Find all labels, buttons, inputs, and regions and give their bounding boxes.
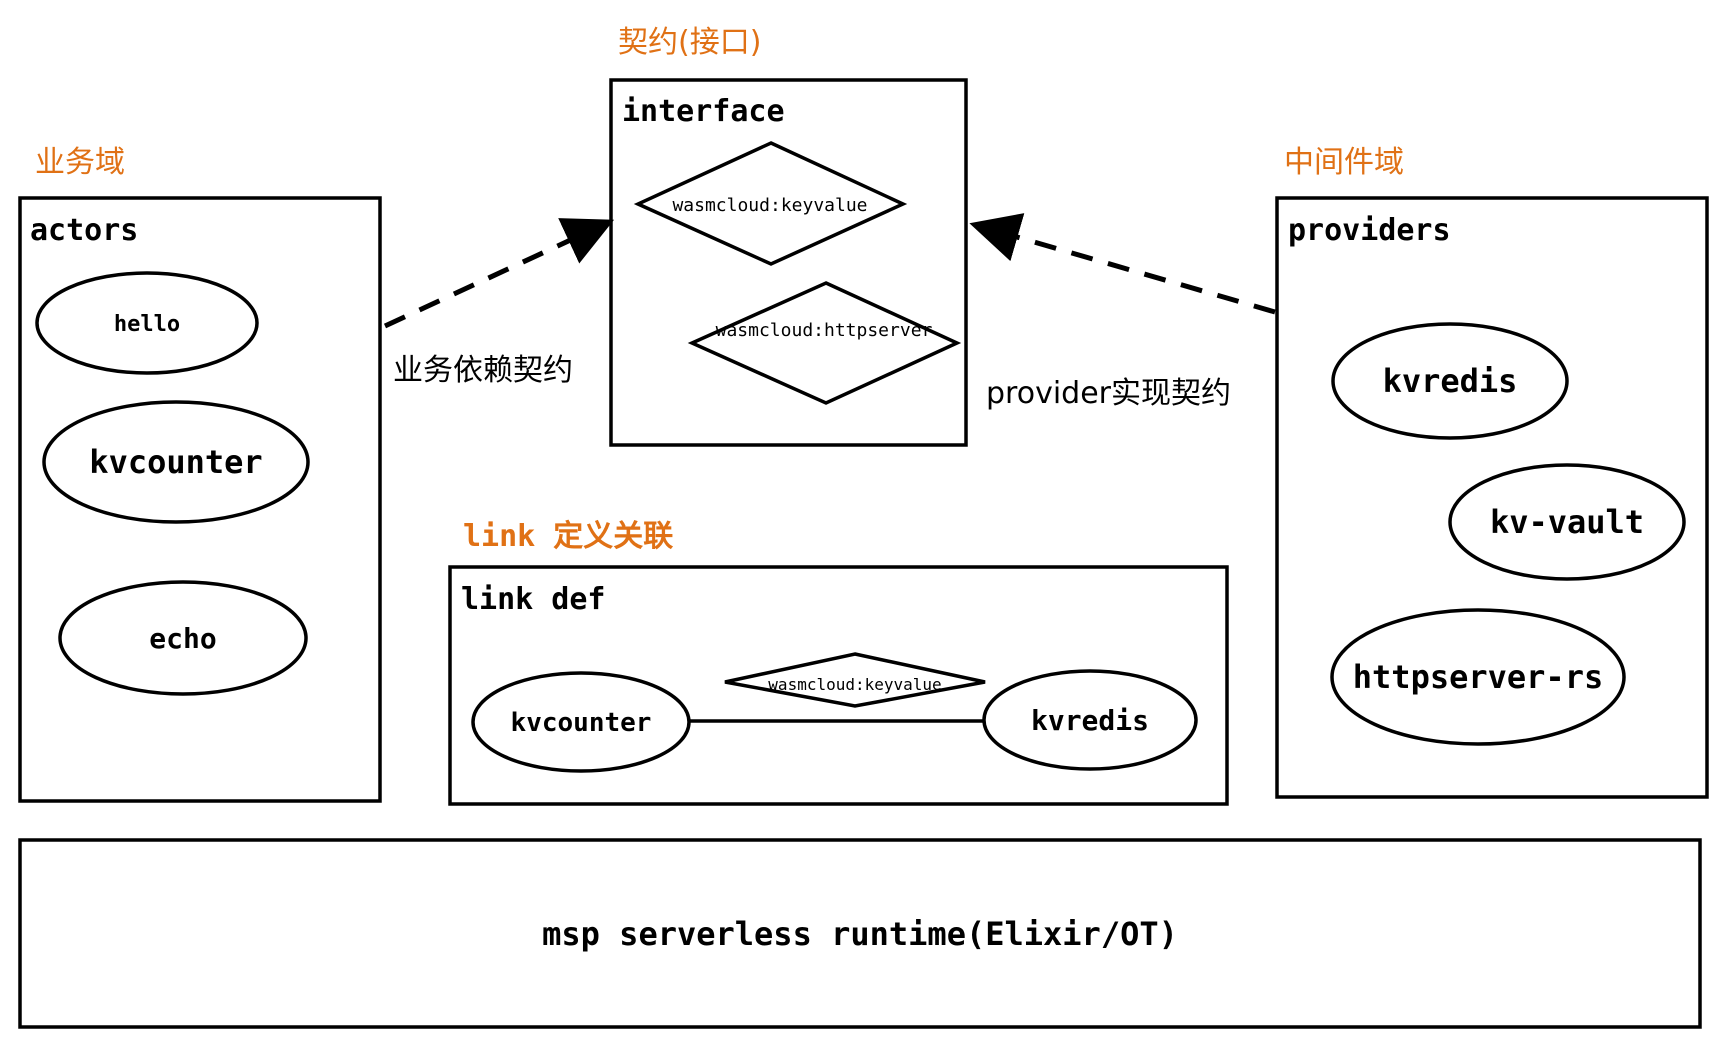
contract-httpserver-diamond [687, 281, 962, 405]
providers-title: providers [1288, 213, 1451, 248]
runtime-box [18, 838, 1702, 1029]
actor-dependency-label: 业务依赖契约 [393, 353, 573, 388]
actor-hello [35, 271, 259, 375]
link-domain-label: link 定义关联 [463, 519, 673, 554]
link-target-kvredis [982, 669, 1198, 771]
contract-httpserver-label: wasmcloud:httpserver [716, 320, 933, 341]
provider-kvredis [1331, 322, 1569, 440]
link-source-kvcounter [471, 671, 691, 773]
actor-kvcounter [42, 400, 310, 524]
link-source-label: kvcounter [511, 708, 652, 738]
provider-kvredis-label: kvredis [1383, 362, 1518, 400]
link-contract-label: wasmcloud:keyvalue [768, 675, 941, 694]
link-def-title: link def [461, 582, 606, 617]
runtime-label: msp serverless runtime(Elixir/OT) [542, 915, 1178, 953]
middleware-domain-label: 中间件域 [1284, 145, 1404, 180]
actor-hello-label: hello [114, 312, 180, 337]
contract-keyvalue-label: wasmcloud:keyvalue [672, 195, 867, 216]
actors-title: actors [30, 213, 138, 248]
contract-keyvalue-diamond [633, 141, 908, 266]
provider-httpserver-rs [1330, 608, 1626, 746]
actor-kvcounter-label: kvcounter [89, 443, 262, 481]
interface-box [609, 78, 968, 447]
link-target-label: kvredis [1031, 704, 1149, 737]
actor-echo-label: echo [149, 622, 216, 655]
contract-domain-label: 契约(接口) [618, 25, 761, 60]
actor-dependency-arrow [383, 218, 615, 329]
interface-title: interface [622, 94, 785, 129]
provider-httpserver-rs-label: httpserver-rs [1353, 658, 1603, 696]
provider-kv-vault-label: kv-vault [1490, 503, 1644, 541]
provider-implements-label: provider实现契约 [986, 376, 1231, 411]
business-domain-label: 业务域 [35, 145, 125, 180]
provider-kv-vault [1448, 463, 1686, 581]
actor-echo [58, 580, 308, 696]
provider-implements-arrow [969, 213, 1276, 315]
link-contract-diamond [724, 652, 986, 708]
